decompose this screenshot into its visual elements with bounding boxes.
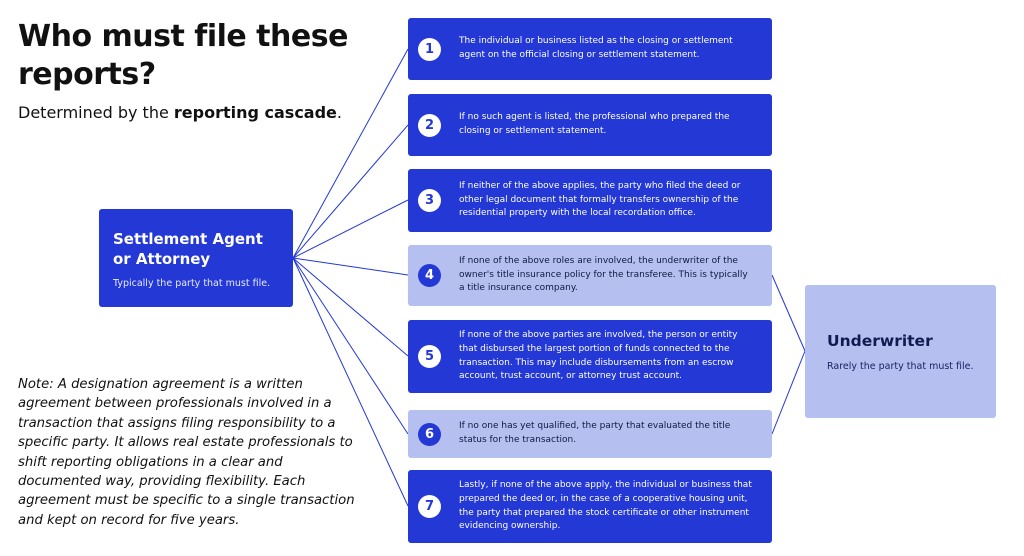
step-number-4: 4 [418, 264, 441, 287]
step-number-5: 5 [418, 345, 441, 368]
subtitle-suffix: . [336, 103, 342, 122]
step-text-3: If neither of the above applies, the par… [459, 181, 741, 219]
cascade-step-1: 1 The individual or business listed as t… [408, 18, 772, 80]
cascade-step-3: 3 If neither of the above applies, the p… [408, 169, 772, 232]
cascade-step-2: 2 If no such agent is listed, the profes… [408, 94, 772, 156]
underwriter-title: Underwriter [827, 332, 933, 350]
underwriter-subtitle: Rarely the party that must file. [827, 361, 974, 372]
underwriter-box: Underwriter Rarely the party that must f… [805, 285, 996, 418]
step-text-2: If no such agent is listed, the professi… [459, 112, 730, 136]
designation-note: Note: A designation agreement is a writt… [18, 377, 355, 528]
settlement-agent-box: Settlement Agent or Attorney Typically t… [99, 209, 293, 307]
step-number-6: 6 [418, 422, 441, 446]
step-number-2: 2 [418, 113, 441, 137]
subtitle-prefix: Determined by the [18, 103, 174, 122]
page-title: Who must file these reports? [18, 19, 348, 92]
step-number-3: 3 [418, 189, 441, 212]
cascade-step-4: 4 If none of the above roles are involve… [408, 245, 772, 306]
step-text-5: If none of the above parties are involve… [459, 330, 738, 382]
settlement-agent-subtitle: Typically the party that must file. [113, 278, 271, 289]
step-number-7: 7 [418, 495, 441, 518]
step-text-4: If none of the above roles are involved,… [459, 256, 748, 294]
cascade-step-7: 7 Lastly, if none of the above apply, th… [408, 470, 772, 543]
cascade-step-5: 5 If none of the above parties are invol… [408, 320, 772, 393]
settlement-agent-title: Settlement Agent or Attorney [113, 230, 263, 268]
step-number-1: 1 [418, 37, 441, 61]
step-text-1: The individual or business listed as the… [459, 36, 733, 60]
step-text-7: Lastly, if none of the above apply, the … [459, 480, 752, 532]
step-text-6: If no one has yet qualified, the party t… [459, 421, 731, 445]
cascade-step-6: 6 If no one has yet qualified, the party… [408, 410, 772, 458]
subtitle-bold: reporting cascade [173, 103, 337, 122]
page-subtitle: Determined by the reporting cascade. [18, 103, 342, 122]
